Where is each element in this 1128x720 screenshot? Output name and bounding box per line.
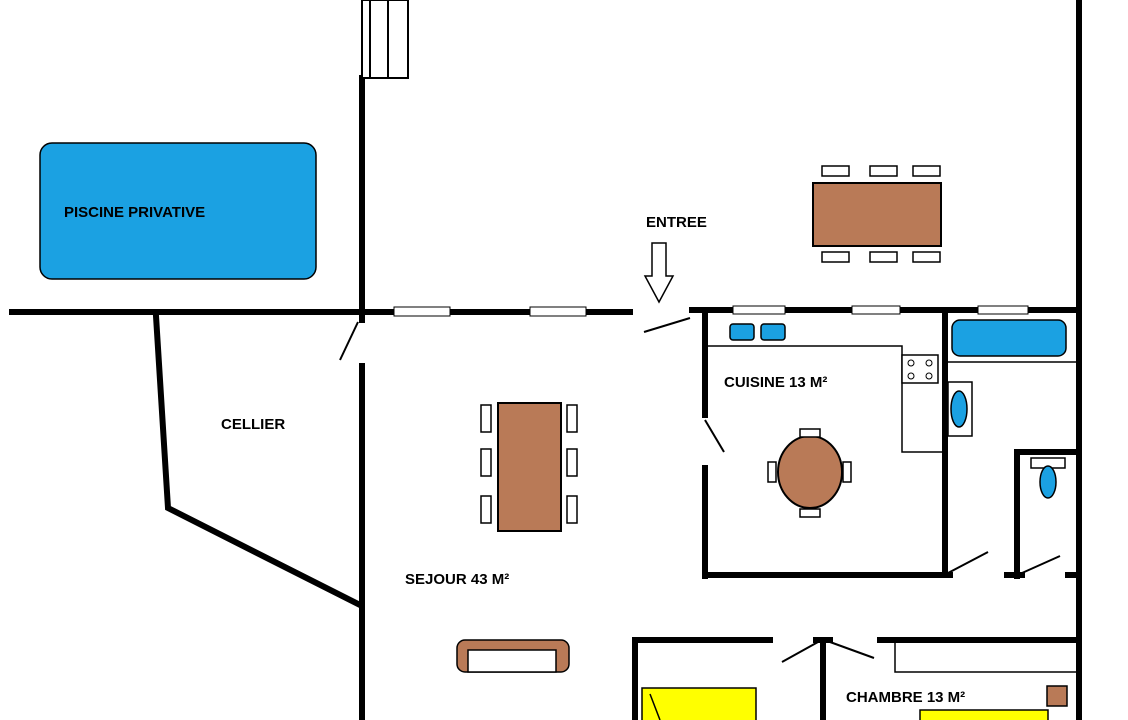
living-dining-table	[480, 402, 578, 532]
nightstand	[1046, 685, 1068, 707]
sofa	[456, 639, 570, 673]
storeroom-wall	[152, 312, 363, 609]
toilet-icon	[1039, 465, 1057, 499]
pool-label: PISCINE PRIVATIVE	[64, 204, 205, 221]
washbasin-icon	[950, 390, 968, 428]
window	[851, 305, 901, 315]
entrance-arrow-icon	[643, 242, 675, 304]
outdoor-dining-table	[812, 165, 942, 263]
sink-icon	[729, 323, 755, 341]
wc-door	[1021, 555, 1061, 574]
bedroom-label: CHAMBRE 13 M²	[846, 689, 965, 706]
windows	[393, 305, 1029, 317]
doors	[339, 317, 1061, 663]
storeroom-label: CELLIER	[221, 416, 285, 433]
private-pool	[39, 142, 317, 280]
living-door	[339, 321, 359, 361]
window	[393, 306, 451, 317]
bed-left	[641, 687, 757, 720]
walls	[9, 0, 1082, 720]
bathtub-icon	[951, 319, 1067, 357]
sink-icon	[760, 323, 786, 341]
kitchen-door	[704, 419, 725, 453]
window	[529, 306, 587, 317]
window	[977, 305, 1029, 315]
living-label: SEJOUR 43 M²	[405, 571, 509, 588]
kitchen-label: CUISINE 13 M²	[724, 374, 827, 391]
bedroom2-door	[829, 641, 875, 659]
bathroom-door	[947, 551, 989, 574]
stove-icon	[901, 354, 939, 384]
bedroom1-door	[781, 641, 819, 663]
entrance-door	[643, 317, 691, 333]
kitchen-round-table	[767, 428, 852, 518]
gate	[361, 0, 409, 79]
window	[732, 305, 786, 315]
entrance-label: ENTREE	[646, 214, 707, 231]
kitchen-counter	[708, 323, 942, 453]
wardrobe	[894, 640, 1076, 673]
bed-right	[919, 709, 1049, 720]
